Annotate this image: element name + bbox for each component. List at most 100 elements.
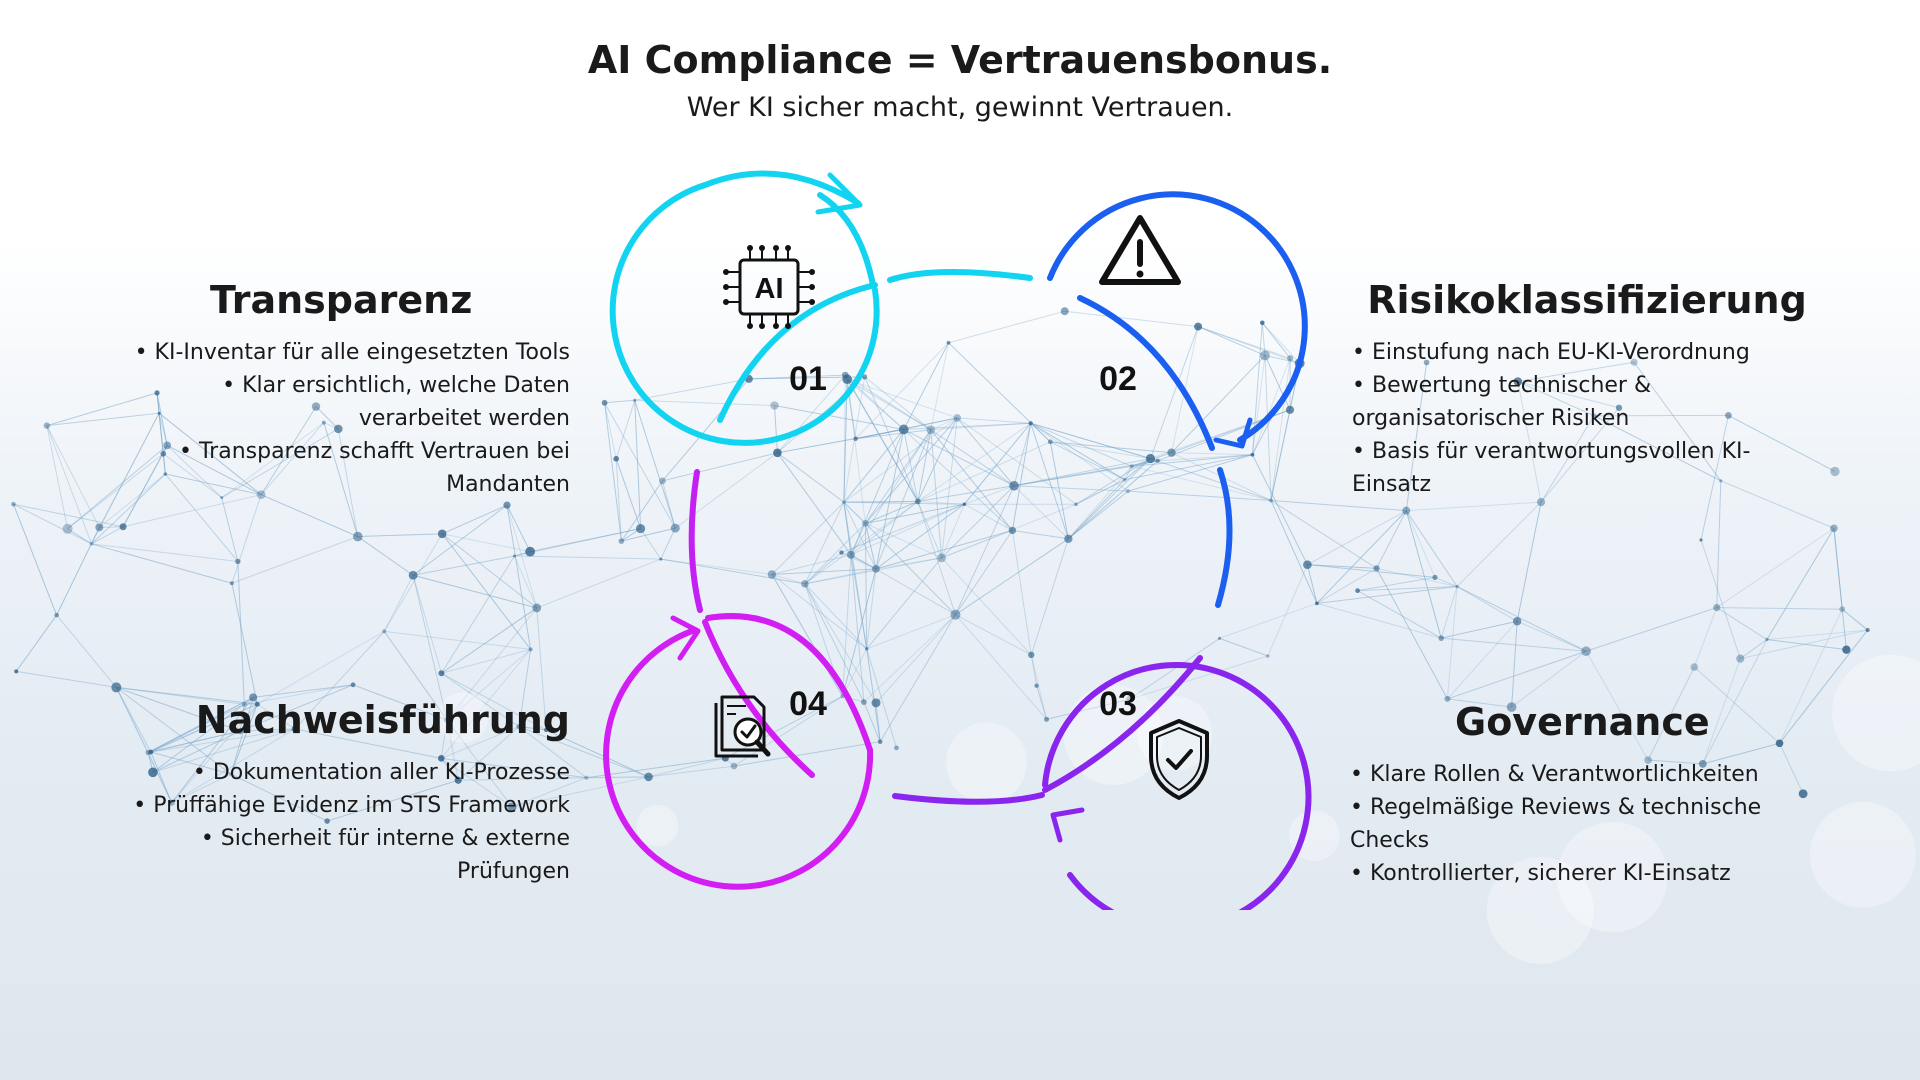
network-line	[640, 528, 662, 560]
network-line	[956, 417, 1015, 487]
network-node	[119, 523, 127, 531]
bullet-list: • Einstufung nach EU-KI-Verordnung • Bew…	[1352, 336, 1822, 501]
network-node	[1690, 663, 1699, 671]
network-line	[337, 428, 359, 537]
network-node	[1630, 358, 1638, 366]
network-node	[1303, 560, 1312, 569]
network-line	[863, 614, 956, 703]
network-line	[171, 697, 254, 804]
network-line	[846, 378, 932, 431]
network-line	[1067, 466, 1133, 540]
network-line	[843, 429, 905, 503]
network-line	[99, 473, 166, 528]
network-line	[964, 503, 1013, 531]
network-line	[1267, 564, 1308, 657]
network-line	[733, 741, 881, 767]
network-line	[804, 583, 868, 650]
network-line	[1046, 698, 1130, 720]
network-line	[771, 501, 845, 575]
network-line	[1030, 654, 1048, 720]
circle-01-arrowhead	[815, 172, 863, 215]
page-title: AI Compliance = Vertrauensbonus.	[587, 38, 1333, 82]
network-node	[1644, 756, 1652, 764]
network-nodes	[11, 307, 1870, 824]
network-line	[1441, 637, 1587, 652]
network-line	[955, 530, 1013, 615]
network-node	[861, 519, 869, 527]
network-node	[659, 477, 666, 485]
network-line	[634, 399, 775, 407]
network-line	[1129, 637, 1220, 700]
network-line	[1593, 415, 1722, 482]
network-node	[1060, 307, 1069, 316]
network-node	[1842, 645, 1851, 654]
network-line	[777, 452, 852, 556]
network-line	[15, 614, 58, 672]
network-line	[147, 696, 254, 753]
network-line	[1376, 510, 1407, 569]
network-line	[166, 445, 223, 499]
network-line	[1307, 510, 1407, 566]
network-node	[229, 581, 234, 586]
network-node	[168, 799, 175, 806]
network-line	[615, 458, 622, 542]
network-line	[964, 485, 1015, 505]
header: AI Compliance = Vertrauensbonus. Wer KI …	[0, 38, 1920, 123]
network-line	[1307, 564, 1436, 578]
network-node	[1269, 498, 1274, 503]
network-line	[12, 504, 58, 616]
network-line	[56, 527, 100, 616]
network-line	[116, 686, 245, 705]
network-line	[1030, 423, 1069, 539]
network-node	[254, 701, 260, 707]
network-line	[518, 726, 587, 779]
network-node	[1615, 404, 1623, 411]
network-line	[1376, 568, 1448, 700]
list-item: • Sicherheit für interne & externe Prüfu…	[200, 826, 570, 884]
list-item: • Bewertung technischer & organisatorisc…	[1352, 373, 1652, 431]
network-line	[357, 533, 443, 538]
network-line	[150, 696, 254, 753]
network-node	[438, 670, 445, 677]
network-line	[1316, 586, 1458, 604]
network-line	[1124, 458, 1151, 481]
network-line	[1127, 454, 1253, 492]
network-line	[446, 607, 538, 721]
network-line	[46, 425, 100, 528]
network-line	[536, 558, 662, 609]
network-line	[1030, 422, 1051, 443]
network-node	[163, 472, 168, 476]
network-line	[260, 422, 325, 495]
bullet-list: • Dokumentation aller KI-Prozesse • Prüf…	[100, 756, 570, 888]
warning-triangle-icon	[1099, 215, 1181, 285]
network-node	[95, 523, 104, 532]
connector-03-04	[892, 792, 1045, 805]
network-line	[446, 720, 459, 781]
network-node	[773, 448, 782, 458]
network-node	[1736, 654, 1745, 663]
network-line	[875, 614, 956, 704]
network-line	[115, 687, 149, 753]
network-line	[440, 720, 448, 759]
network-node	[659, 557, 663, 561]
network-node	[1798, 789, 1808, 799]
network-line	[440, 758, 459, 781]
network-node	[644, 772, 653, 782]
network-line	[777, 438, 856, 454]
network-line	[1779, 743, 1804, 794]
network-line	[941, 529, 1013, 559]
network-line	[441, 672, 520, 728]
network-node	[1536, 498, 1546, 507]
network-line	[164, 473, 239, 562]
network-line	[1693, 607, 1718, 668]
network-node	[157, 411, 161, 415]
network-line	[56, 614, 117, 688]
network-node	[1074, 502, 1078, 507]
network-line	[660, 558, 772, 575]
network-node	[926, 425, 936, 435]
network-line	[1516, 620, 1587, 652]
network-line	[1075, 458, 1151, 505]
network-node	[1145, 453, 1156, 464]
network-line	[917, 417, 958, 502]
network-line	[648, 757, 726, 778]
